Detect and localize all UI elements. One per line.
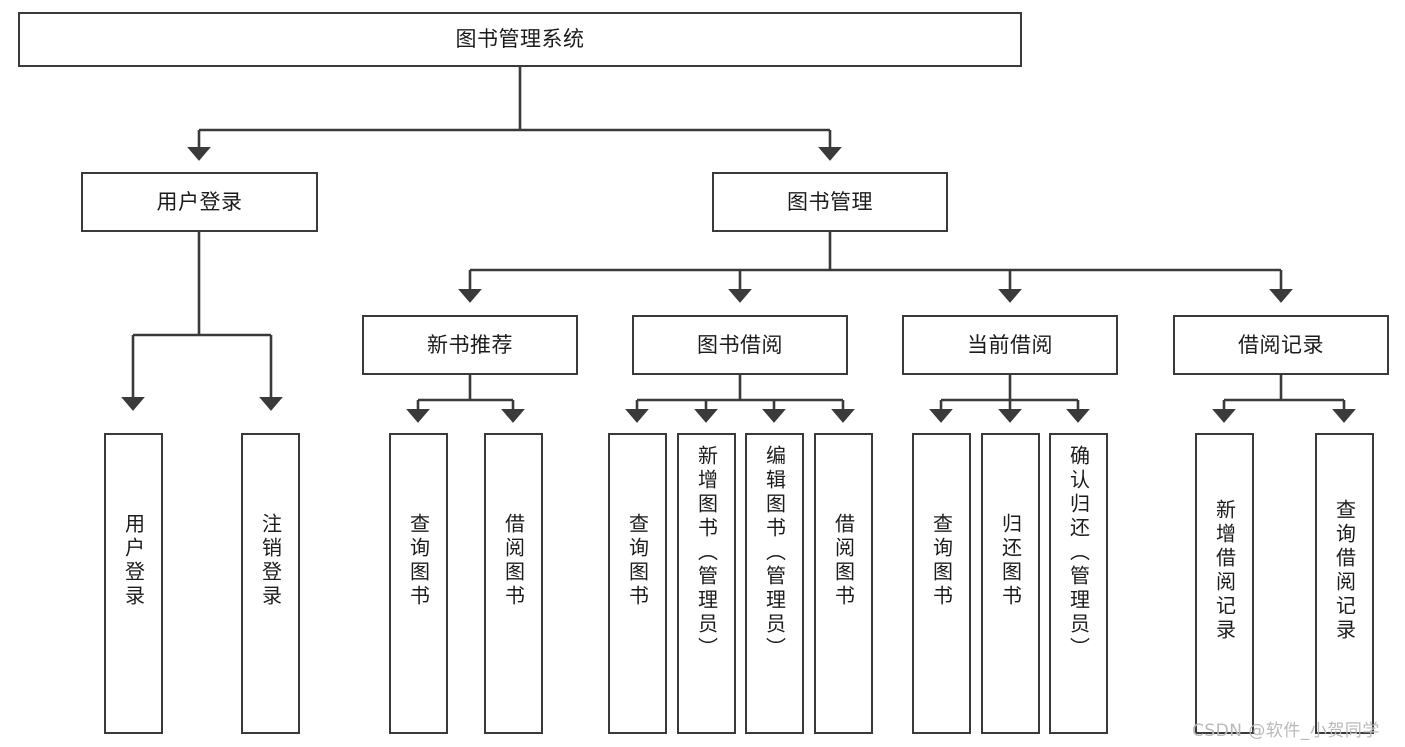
node-label: 用户登录 [156, 189, 243, 214]
leaf-query-book-current[interactable]: 查询图书 [912, 433, 971, 734]
leaf-borrow-book[interactable]: 借阅图书 [814, 433, 873, 734]
node-label: 用户登录 [121, 513, 146, 609]
node-label: 借阅记录 [1238, 332, 1324, 357]
watermark: CSDN @软件_小贺同学 [1192, 721, 1380, 741]
leaf-add-book-admin[interactable]: 新增图书（管理员） [677, 433, 736, 734]
node-label: 查询借阅记录 [1332, 499, 1357, 643]
node-root[interactable]: 图书管理系统 [18, 12, 1022, 67]
node-label: 借阅图书 [501, 513, 526, 609]
node-label: 查询图书 [406, 513, 431, 609]
leaf-logout[interactable]: 注销登录 [241, 433, 300, 734]
node-label: 图书借阅 [697, 332, 783, 357]
leaf-add-borrow-record[interactable]: 新增借阅记录 [1195, 433, 1254, 734]
node-label: 新增借阅记录 [1212, 499, 1237, 643]
leaf-confirm-return-admin[interactable]: 确认归还（管理员） [1049, 433, 1108, 734]
node-user-login[interactable]: 用户登录 [81, 172, 318, 232]
node-label: 编辑图书（管理员） [762, 445, 787, 661]
leaf-return-book[interactable]: 归还图书 [981, 433, 1040, 734]
node-label: 图书管理 [787, 189, 873, 214]
leaf-query-borrow-record[interactable]: 查询借阅记录 [1315, 433, 1374, 734]
leaf-borrow-book-recommend[interactable]: 借阅图书 [484, 433, 543, 734]
node-label: 确认归还（管理员） [1066, 445, 1091, 661]
node-label: 当前借阅 [967, 332, 1053, 357]
node-label: 查询图书 [625, 513, 650, 609]
leaf-query-book-recommend[interactable]: 查询图书 [389, 433, 448, 734]
leaf-query-book-borrow[interactable]: 查询图书 [608, 433, 667, 734]
node-book-management[interactable]: 图书管理 [712, 172, 948, 232]
node-label: 查询图书 [929, 513, 954, 609]
leaf-user-login[interactable]: 用户登录 [104, 433, 163, 734]
node-label: 借阅图书 [831, 513, 856, 609]
node-label: 新书推荐 [427, 332, 513, 357]
node-book-borrow[interactable]: 图书借阅 [632, 315, 848, 375]
node-new-book-recommend[interactable]: 新书推荐 [362, 315, 578, 375]
node-label: 新增图书（管理员） [694, 445, 719, 661]
node-current-borrow[interactable]: 当前借阅 [902, 315, 1118, 375]
node-label: 归还图书 [998, 513, 1023, 609]
node-label: 图书管理系统 [455, 27, 585, 52]
node-label: 注销登录 [258, 513, 283, 609]
node-borrow-records[interactable]: 借阅记录 [1173, 315, 1389, 375]
leaf-edit-book-admin[interactable]: 编辑图书（管理员） [745, 433, 804, 734]
